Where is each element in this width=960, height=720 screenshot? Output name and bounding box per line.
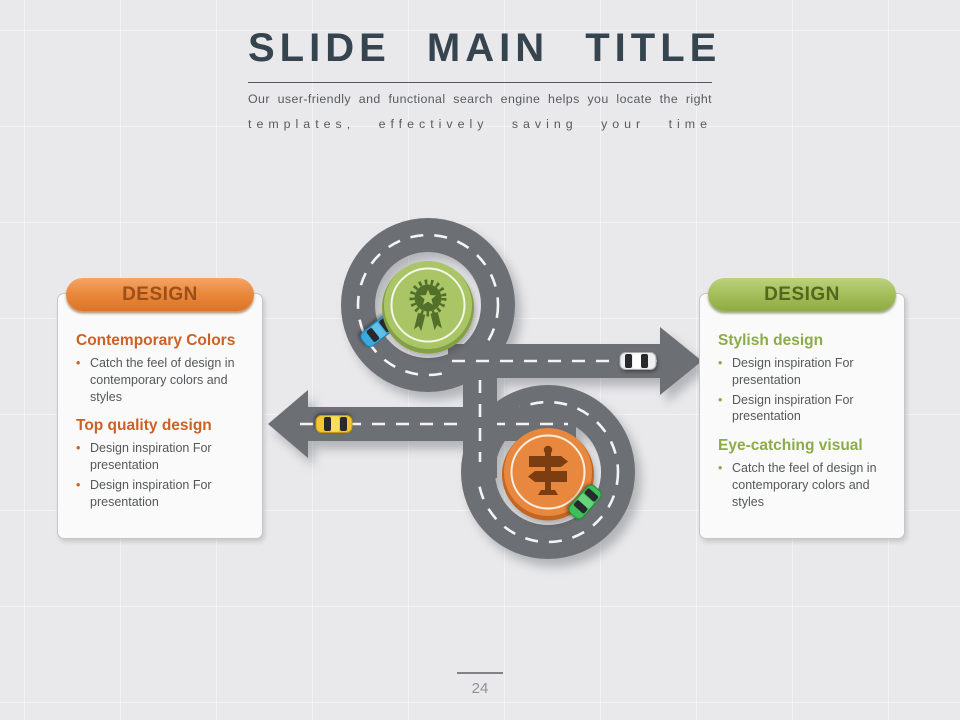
bullet-text: Design inspiration For presentation xyxy=(90,441,212,472)
bullet-text: Design inspiration For presentation xyxy=(732,392,854,424)
subtitle-line-2: templates, effectively saving your time xyxy=(248,117,712,131)
bullet-dot xyxy=(76,440,90,474)
award-icon xyxy=(409,279,447,332)
left-card-header-pill: DESIGN xyxy=(66,278,254,311)
white-car-icon xyxy=(619,352,657,370)
right-card-header-label: DESIGN xyxy=(764,283,840,305)
list-item: Design inspiration For presentation xyxy=(76,477,248,511)
award-badge xyxy=(382,261,474,354)
bullet-dot xyxy=(718,355,732,389)
right-card-header-pill: DESIGN xyxy=(708,278,896,311)
right-card-section-2: Eye-catching visual Catch the feel of de… xyxy=(718,437,890,510)
left-card-body: Contemporary Colors Catch the feel of de… xyxy=(58,294,262,510)
right-card-body: Stylish design Design inspiration For pr… xyxy=(700,294,904,510)
page-number: 24 xyxy=(471,680,489,697)
signpost-icon xyxy=(528,445,568,495)
left-design-card: DESIGN Contemporary Colors Catch the fee… xyxy=(57,278,263,539)
bullet-dot xyxy=(718,460,732,510)
section-heading: Eye-catching visual xyxy=(718,437,863,454)
left-card-header-label: DESIGN xyxy=(122,283,198,305)
left-card-section-1: Contemporary Colors Catch the feel of de… xyxy=(76,332,248,405)
left-card-section-2: Top quality design Design inspiration Fo… xyxy=(76,417,248,510)
left-arrowhead xyxy=(268,390,308,458)
list-item: Catch the feel of design in contemporary… xyxy=(718,460,890,510)
slide-header: SLIDE MAIN TITLE Our user-friendly and f… xyxy=(248,24,722,133)
title-underline xyxy=(248,82,712,83)
subtitle-line-1: Our user-friendly and functional search … xyxy=(248,92,712,106)
list-item: Design inspiration For presentation xyxy=(718,355,890,389)
signpost-badge xyxy=(502,428,594,521)
list-item: Catch the feel of design in contemporary… xyxy=(76,355,248,405)
footer-divider xyxy=(457,672,503,674)
bullet-dot xyxy=(76,477,90,511)
bullet-text: Catch the feel of design in contemporary… xyxy=(90,356,235,404)
page-title: SLIDE MAIN TITLE xyxy=(248,26,722,70)
bullet-dot xyxy=(76,355,90,405)
list-item: Design inspiration For presentation xyxy=(76,440,248,474)
bullet-text: Design inspiration For presentation xyxy=(732,356,854,387)
list-item: Design inspiration For presentation xyxy=(718,392,890,426)
road-network xyxy=(268,218,702,559)
right-design-card: DESIGN Stylish design Design inspiration… xyxy=(699,278,905,539)
bullet-text: Catch the feel of design in contemporary… xyxy=(732,461,877,509)
bullet-dot xyxy=(718,392,732,426)
right-card-section-1: Stylish design Design inspiration For pr… xyxy=(718,332,890,425)
yellow-car-icon xyxy=(315,415,353,433)
green-loop-centerline xyxy=(356,233,500,377)
section-heading: Stylish design xyxy=(718,332,824,349)
section-heading: Top quality design xyxy=(76,417,212,435)
bullet-text: Design inspiration For presentation xyxy=(90,477,212,509)
right-arrowhead xyxy=(660,327,702,395)
green-car-icon xyxy=(568,484,602,520)
section-heading: Contemporary Colors xyxy=(76,332,236,349)
